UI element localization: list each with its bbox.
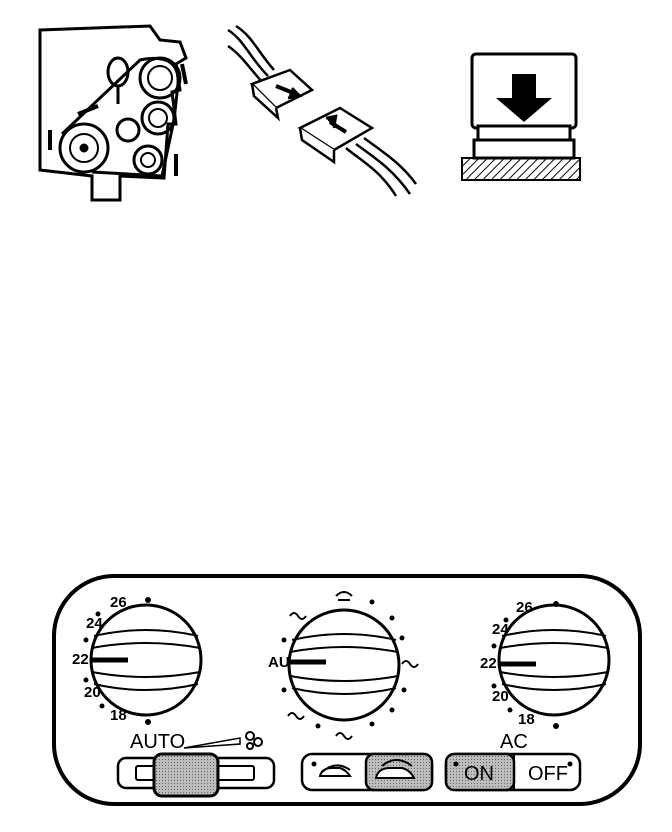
air-source-toggle[interactable]: [300, 752, 434, 792]
left-tick-24: 24: [86, 615, 103, 632]
recirculation-icon: [374, 759, 416, 779]
defrost-icon: [335, 591, 353, 601]
left-temperature-dial[interactable]: 26 24 22 20 18: [72, 594, 203, 725]
ac-label: AC: [500, 731, 528, 753]
right-tick-22: 22: [480, 655, 497, 672]
press-down-arrow-icon: [461, 52, 581, 181]
fresh-air-icon: [318, 764, 352, 777]
right-tick-18: 18: [518, 711, 535, 728]
right-tick-26: 26: [516, 599, 533, 616]
connector-plugs-icon: [227, 24, 418, 197]
center-auto-label: AU: [268, 654, 290, 671]
fan-speed-wedge: [183, 737, 241, 749]
left-tick-26: 26: [110, 594, 127, 611]
fan-slider[interactable]: [116, 752, 276, 798]
right-temperature-dial[interactable]: 26 24 22 20 18: [480, 599, 611, 729]
left-tick-18: 18: [110, 707, 127, 724]
ac-on-label: ON: [464, 763, 494, 785]
auto-label: AUTO: [130, 731, 185, 753]
belt-drive-icon: [38, 24, 188, 202]
left-tick-22: 22: [72, 651, 89, 668]
right-tick-24: 24: [492, 621, 509, 638]
right-tick-20: 20: [492, 688, 509, 705]
ac-switch[interactable]: ON OFF: [444, 752, 582, 792]
center-mode-dial[interactable]: AU: [268, 591, 419, 740]
left-tick-20: 20: [84, 684, 101, 701]
ac-off-label[interactable]: OFF: [528, 763, 568, 785]
fan-icon: [245, 731, 263, 750]
fan-slider-knob[interactable]: [152, 752, 220, 798]
